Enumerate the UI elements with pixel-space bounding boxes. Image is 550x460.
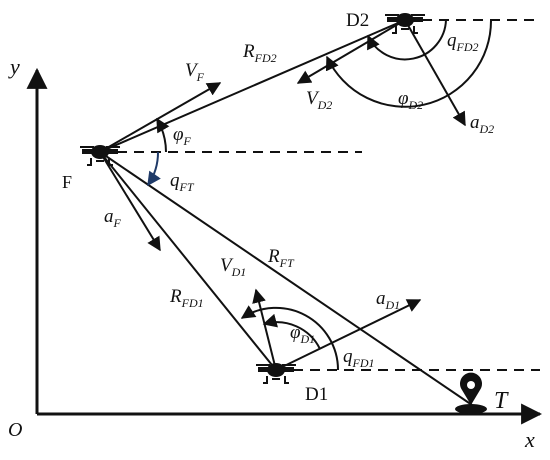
q-ft-arc (147, 151, 161, 187)
pursuer-label: F (62, 172, 72, 192)
q-fd1-label: qFD1 (343, 346, 375, 370)
defender2-drone-icon (384, 12, 426, 34)
phi-d1-arc (262, 313, 321, 350)
ad2-vector (404, 19, 466, 127)
q-fd2-label: qFD2 (447, 30, 479, 54)
vd2-label: VD2 (306, 88, 332, 112)
vd2-vector (296, 19, 406, 84)
phi-d2-label: φD2 (398, 88, 423, 112)
line-f-d2 (99, 19, 406, 153)
target-label: T (494, 388, 509, 414)
q-fd1-arc (240, 305, 340, 371)
defender1-label: D1 (305, 384, 328, 405)
rft-label: RFT (267, 246, 295, 270)
target-marker-icon (455, 372, 487, 414)
phi-f-arc (156, 117, 170, 153)
af-label: aF (104, 206, 122, 230)
q-ft-label: qFT (170, 170, 195, 194)
ad1-label: aD1 (376, 288, 400, 312)
vd1-vector (252, 288, 277, 371)
ad1-vector (275, 299, 422, 371)
defender2-label: D2 (346, 10, 369, 31)
origin-label: O (8, 419, 22, 441)
rfd1-label: RFD1 (169, 286, 204, 310)
rfd2-label: RFD2 (242, 41, 277, 65)
vf-vector (99, 82, 222, 153)
y-axis-label: y (8, 54, 20, 79)
line-f-target (99, 151, 473, 406)
phi-d1-label: φD1 (290, 322, 315, 346)
ad2-label: aD2 (470, 112, 494, 136)
phi-d2-arc (325, 19, 493, 108)
vd1-label: VD1 (220, 255, 246, 279)
defender1-drone-icon (255, 362, 297, 384)
q-fd2-arc (367, 19, 447, 61)
line-f-d1 (99, 151, 277, 371)
phi-f-label: φF (173, 124, 192, 148)
af-vector (99, 151, 161, 252)
vf-label: VF (185, 60, 205, 84)
x-axis-label: x (524, 427, 535, 452)
